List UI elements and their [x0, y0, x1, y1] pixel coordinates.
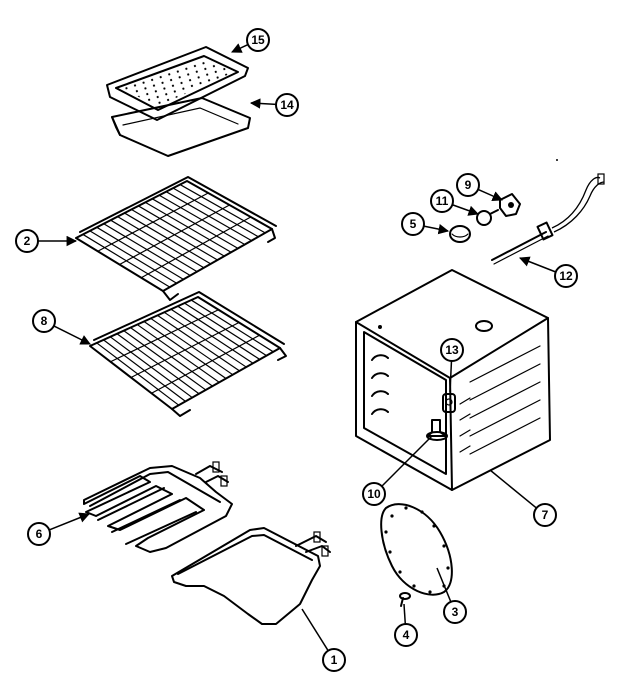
callout-14: 14 [249, 93, 299, 117]
callout-8: 8 [32, 309, 91, 345]
callout-10-bubble [362, 482, 386, 506]
callout-1-label: 1 [331, 653, 338, 667]
screw-4 [399, 592, 411, 607]
callout-15: 15 [231, 28, 270, 53]
callout-1-leader [301, 608, 329, 652]
callout-10-leader [381, 435, 433, 487]
callout-14-bubble [275, 93, 299, 117]
callout-11-bubble [430, 189, 454, 213]
callout-12-leader [519, 256, 557, 273]
callout-12-label: 12 [559, 269, 573, 283]
callout-2: 2 [15, 229, 78, 253]
callout-1: 1 [301, 608, 346, 672]
light-socket-13 [442, 393, 456, 413]
bake-element-1 [171, 527, 331, 625]
callout-7-bubble [533, 503, 557, 527]
light-lens-5 [449, 225, 471, 243]
callout-11: 11 [430, 189, 479, 216]
callout-13-label: 13 [445, 343, 459, 357]
callout-4-label: 4 [403, 628, 410, 642]
callout-3: 3 [436, 567, 467, 624]
callout-5-label: 5 [410, 217, 417, 231]
callout-9-label: 9 [465, 178, 472, 192]
broiler-grid-15 [106, 46, 249, 121]
oven-cavity-7 [355, 269, 551, 491]
callout-4-bubble [394, 623, 418, 647]
callout-5-leader [423, 223, 450, 235]
sensor-probe-12 [491, 159, 605, 265]
callout-13-leader [449, 360, 453, 393]
callout-5-bubble [401, 212, 425, 236]
callout-8-label: 8 [41, 314, 48, 328]
callout-9: 9 [456, 173, 503, 201]
broiler-pan-14 [111, 97, 251, 157]
callout-14-leader [249, 98, 277, 109]
callout-9-leader [477, 188, 503, 201]
callout-12: 12 [519, 256, 578, 288]
callout-15-label: 15 [251, 33, 265, 47]
light-bulb-11 [476, 209, 499, 226]
callout-13: 13 [440, 338, 464, 393]
callout-1-bubble [322, 648, 346, 672]
callout-15-bubble [246, 28, 270, 52]
callout-12-bubble [554, 264, 578, 288]
callout-10: 10 [362, 435, 433, 506]
callout-14-label: 14 [280, 98, 294, 112]
callout-8-bubble [32, 309, 56, 333]
callout-7-leader [489, 469, 537, 509]
callout-3-bubble [443, 600, 467, 624]
callout-8-leader [53, 325, 91, 345]
callout-4-leader [403, 603, 407, 625]
oven-sensor-10 [426, 419, 448, 441]
callout-6-leader [48, 512, 90, 531]
callout-3-leader [436, 567, 452, 603]
callout-10-label: 10 [367, 487, 381, 501]
callout-5: 5 [401, 212, 450, 236]
callout-15-leader [231, 43, 249, 53]
light-socket-9 [499, 193, 521, 217]
oven-rack-2 [75, 176, 277, 301]
callout-6-bubble [27, 522, 51, 546]
cover-plate-3 [380, 503, 453, 596]
broil-element-6 [83, 461, 233, 553]
callout-6-label: 6 [36, 527, 43, 541]
callout-2-label: 2 [24, 234, 31, 248]
callout-6: 6 [27, 512, 90, 546]
callout-11-label: 11 [436, 194, 449, 208]
callout-9-bubble [456, 173, 480, 197]
oven-rack-8 [89, 291, 287, 417]
callout-11-leader [452, 204, 479, 216]
callout-2-bubble [15, 229, 39, 253]
callout-3-label: 3 [452, 605, 459, 619]
callout-13-bubble [440, 338, 464, 362]
callout-4: 4 [394, 603, 418, 647]
callout-7-label: 7 [542, 508, 549, 522]
callout-7: 7 [489, 469, 557, 527]
